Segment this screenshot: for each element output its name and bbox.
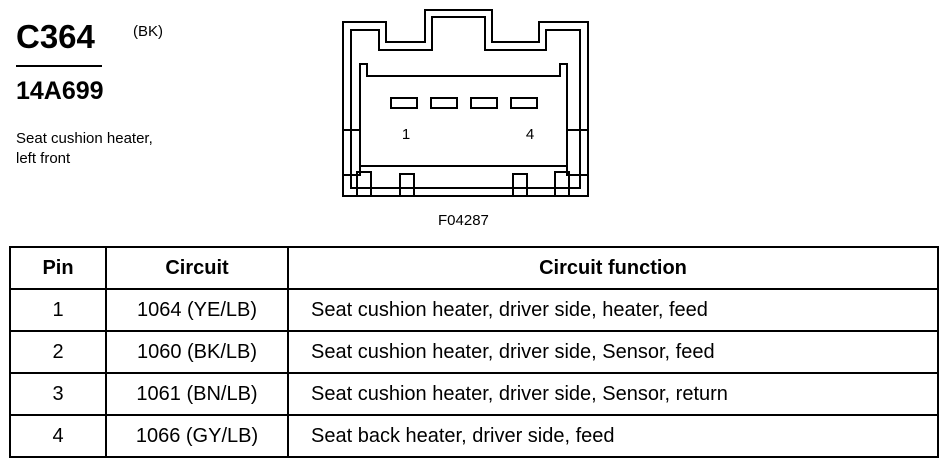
connector-face-drawing: 1 4 [342,9,589,197]
circuit-cell: 1064 (YE/LB) [105,288,289,332]
pin-number-first: 1 [402,126,410,143]
pin-cell: 2 [9,330,107,374]
figure-code: F04287 [438,212,489,229]
pin-number-last: 4 [526,126,534,143]
function-cell: Seat cushion heater, driver side, Sensor… [287,330,939,374]
pinout-table: Pin Circuit Circuit function 1 1064 (YE/… [9,246,939,458]
function-cell: Seat cushion heater, driver side, Sensor… [287,372,939,416]
pin-cell: 3 [9,372,107,416]
connector-description: Seat cushion heater, left front [16,129,236,169]
function-cell: Seat back heater, driver side, feed [287,414,939,458]
part-number: 14A699 [16,77,104,105]
tab-outer-right [554,171,570,197]
header-pin: Pin [9,246,107,290]
header-circuit: Circuit [105,246,289,290]
right-latch [566,129,589,176]
pin-cell: 1 [9,288,107,332]
description-line-2: left front [16,150,71,167]
circuit-cell: 1061 (BN/LB) [105,372,289,416]
table-row: 1 1064 (YE/LB) Seat cushion heater, driv… [9,288,939,332]
connector-color: (BK) [133,23,163,40]
pin-slot-1 [390,97,418,109]
title-underline [16,65,102,67]
table-row: 2 1060 (BK/LB) Seat cushion heater, driv… [9,330,939,374]
tab-outer-left [356,171,372,197]
pin-slot-4 [510,97,538,109]
table-row: 4 1066 (GY/LB) Seat back heater, driver … [9,414,939,458]
table-row: 3 1061 (BN/LB) Seat cushion heater, driv… [9,372,939,416]
housing-face [359,63,568,167]
table-header-row: Pin Circuit Circuit function [9,246,939,290]
housing-inner-outline [350,16,581,189]
pin-slot-2 [430,97,458,109]
circuit-cell: 1060 (BK/LB) [105,330,289,374]
header-circuit-function: Circuit function [287,246,939,290]
tab-inner-left [399,173,415,197]
description-line-1: Seat cushion heater, [16,130,153,147]
function-cell: Seat cushion heater, driver side, heater… [287,288,939,332]
pin-cell: 4 [9,414,107,458]
pin-slot-3 [470,97,498,109]
tab-inner-right [512,173,528,197]
housing-outer-outline [342,9,589,197]
circuit-cell: 1066 (GY/LB) [105,414,289,458]
left-latch [342,129,361,176]
connector-id: C364 [16,18,95,55]
